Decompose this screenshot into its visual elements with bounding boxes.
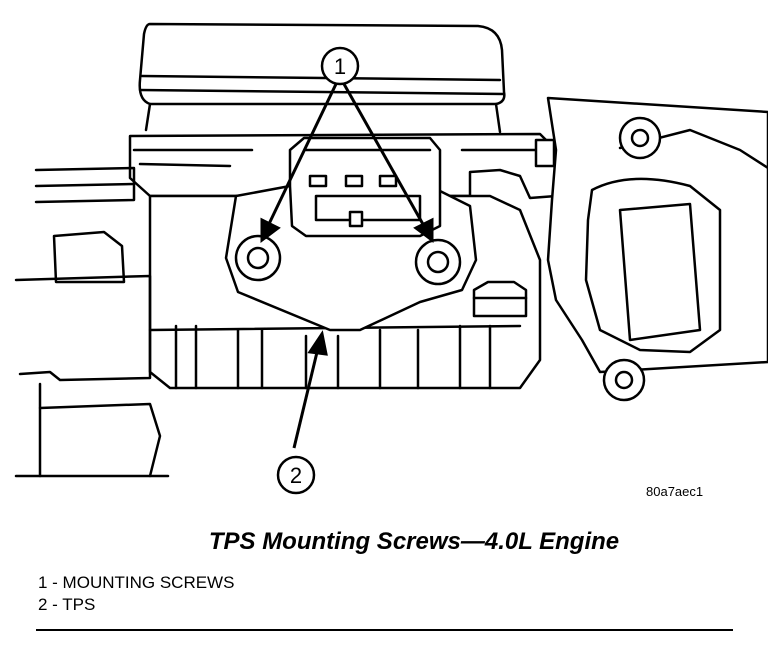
callout-2-badge: 2 [276,455,316,495]
intake-elbow [546,96,768,402]
left-linkage [14,166,170,478]
legend-item-1: 1 - MOUNTING SCREWS [38,573,235,592]
legend-item-2: 2 - TPS [38,595,96,614]
figure-id: 80a7aec1 [646,484,704,499]
tps-sensor [224,136,478,332]
callout-2-number: 2 [290,463,302,488]
callout-1-number: 1 [334,54,346,79]
callout-2-leader [292,330,328,449]
figure-caption: TPS Mounting Screws—4.0L Engine [208,528,620,555]
callout-1-leaders [260,83,434,243]
bottom-rule [36,629,733,631]
legend: 1 - MOUNTING SCREWS 2 - TPS [38,572,234,616]
callout-1-badge: 1 [320,46,360,86]
